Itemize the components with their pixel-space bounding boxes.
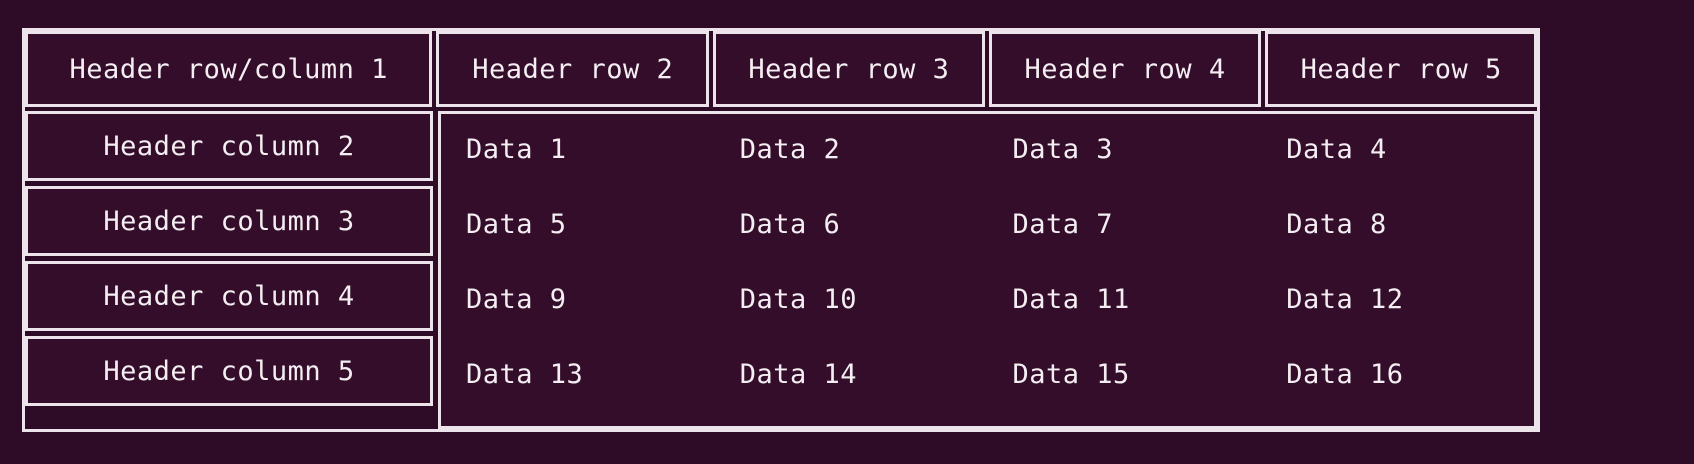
data-table: Header row/column 1 Header row 2 Header … xyxy=(22,28,1540,432)
table-header-row: Header row/column 1 Header row 2 Header … xyxy=(25,31,1538,107)
table-row: Data 9 Data 10 Data 11 Data 12 xyxy=(441,264,1534,334)
table-cell: Data 13 xyxy=(466,358,584,390)
corner-header-cell: Header row/column 1 xyxy=(25,31,433,107)
table-cell: Data 12 xyxy=(1286,283,1404,315)
table-data-body: Data 1 Data 2 Data 3 Data 4 Data 5 Data … xyxy=(438,111,1537,429)
table-row: Data 1 Data 2 Data 3 Data 4 xyxy=(441,114,1534,184)
row-header-column: Header column 2 Header column 3 Header c… xyxy=(25,111,433,406)
table-row: Data 13 Data 14 Data 15 Data 16 xyxy=(441,339,1534,409)
table-cell: Data 2 xyxy=(739,133,841,165)
table-cell: Data 11 xyxy=(1012,283,1130,315)
table-cell: Data 10 xyxy=(739,283,858,315)
table-cell: Data 4 xyxy=(1286,133,1387,165)
row-header-cell-3: Header column 3 xyxy=(25,186,433,256)
table-row: Data 5 Data 6 Data 7 Data 8 xyxy=(441,189,1534,259)
table-cell: Data 7 xyxy=(1012,208,1114,240)
column-header-cell-5: Header row 5 xyxy=(1265,31,1538,107)
row-header-cell-2: Header column 2 xyxy=(25,111,433,181)
column-header-cell-4: Header row 4 xyxy=(988,31,1262,107)
table-cell: Data 14 xyxy=(739,358,858,390)
table-cell: Data 5 xyxy=(466,208,567,240)
table-cell: Data 9 xyxy=(466,283,567,315)
table-cell: Data 1 xyxy=(466,133,567,165)
table-cell: Data 15 xyxy=(1012,358,1130,390)
table-cell: Data 6 xyxy=(739,208,841,240)
table-cell: Data 8 xyxy=(1286,208,1387,240)
column-header-cell-2: Header row 2 xyxy=(436,31,710,107)
table-cell: Data 16 xyxy=(1286,358,1404,390)
table-cell: Data 3 xyxy=(1012,133,1114,165)
row-header-cell-4: Header column 4 xyxy=(25,261,433,331)
column-header-cell-3: Header row 3 xyxy=(713,31,985,107)
row-header-cell-5: Header column 5 xyxy=(25,336,433,406)
